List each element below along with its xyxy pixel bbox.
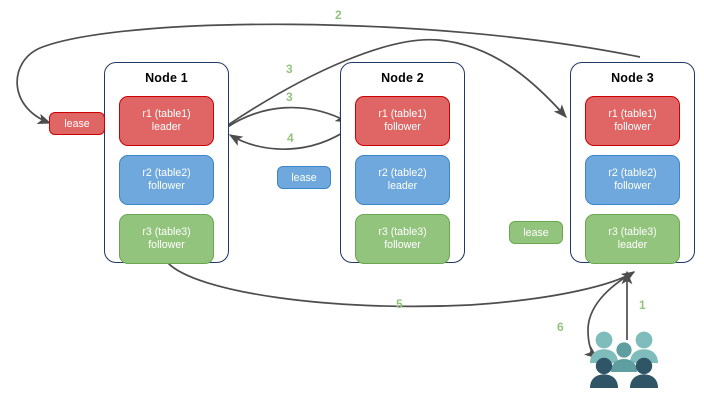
users-back-right <box>630 331 658 363</box>
node-3-replica-r2-name: r2 (table2) <box>608 166 657 179</box>
lease-badge-green[interactable]: lease <box>509 221 563 244</box>
node-2-replica-r1-name: r1 (table1) <box>378 107 427 120</box>
node-2-replica-r1-role: follower <box>384 121 421 133</box>
step-label-1: 1 <box>639 298 646 312</box>
arrow-step-3b <box>225 106 350 129</box>
step-label-4: 4 <box>287 131 294 145</box>
node-2-title: Node 2 <box>381 71 424 85</box>
lease-badge-red[interactable]: lease <box>49 112 105 135</box>
lease-badge-red-label: lease <box>64 117 90 130</box>
step-label-3a: 3 <box>286 62 293 76</box>
node-3-replica-r3[interactable]: r3 (table3) leader <box>585 214 680 264</box>
node-2-replica-r2[interactable]: r2 (table2) leader <box>355 155 450 205</box>
node-2-replica-r3-role: follower <box>384 239 421 251</box>
node-3-replica-r1[interactable]: r1 (table1) follower <box>585 96 680 146</box>
node-1-replica-r2[interactable]: r2 (table2) follower <box>119 155 214 205</box>
users-front-right <box>630 357 658 388</box>
lease-badge-blue[interactable]: lease <box>277 166 331 189</box>
lease-badge-green-label: lease <box>523 226 549 239</box>
node-2-replica-r1[interactable]: r1 (table1) follower <box>355 96 450 146</box>
step-label-5: 5 <box>396 297 403 311</box>
node-2-replica-r3-name: r3 (table3) <box>378 225 427 238</box>
node-3-title: Node 3 <box>611 71 654 85</box>
step-label-2: 2 <box>335 8 342 22</box>
node-1-title: Node 1 <box>145 71 188 85</box>
node-1-replica-r3-name: r3 (table3) <box>142 225 191 238</box>
node-1-replica-r2-role: follower <box>148 180 185 192</box>
node-1-replica-r1[interactable]: r1 (table1) leader <box>119 96 214 146</box>
node-3-replica-r3-role: leader <box>617 239 648 251</box>
node-3-replica-r3-name: r3 (table3) <box>608 225 657 238</box>
node-card-1[interactable]: Node 1 r1 (table1) leader r2 (table2) fo… <box>104 62 229 264</box>
node-card-3[interactable]: Node 3 r1 (table1) follower r2 (table2) … <box>570 62 695 264</box>
node-card-2[interactable]: Node 2 r1 (table1) follower r2 (table2) … <box>340 62 465 264</box>
node-1-replica-r1-role: leader <box>151 121 182 133</box>
node-3-replica-r1-name: r1 (table1) <box>608 107 657 120</box>
users-group-icon <box>590 331 658 388</box>
node-3-replica-r1-role: follower <box>614 121 651 133</box>
step-label-3b: 3 <box>286 90 293 104</box>
users-front-left <box>590 357 618 388</box>
lease-badge-blue-label: lease <box>291 171 317 184</box>
node-2-replica-r3[interactable]: r3 (table3) follower <box>355 214 450 264</box>
node-2-replica-r2-name: r2 (table2) <box>378 166 427 179</box>
node-3-replica-r2-role: follower <box>614 180 651 192</box>
node-3-replica-r2[interactable]: r2 (table2) follower <box>585 155 680 205</box>
node-1-replica-r3-role: follower <box>148 239 185 251</box>
step-label-6: 6 <box>557 320 564 334</box>
node-2-replica-r2-role: leader <box>387 180 418 192</box>
node-1-replica-r3[interactable]: r3 (table3) follower <box>119 214 214 264</box>
node-1-replica-r1-name: r1 (table1) <box>142 107 191 120</box>
node-1-replica-r2-name: r2 (table2) <box>142 166 191 179</box>
